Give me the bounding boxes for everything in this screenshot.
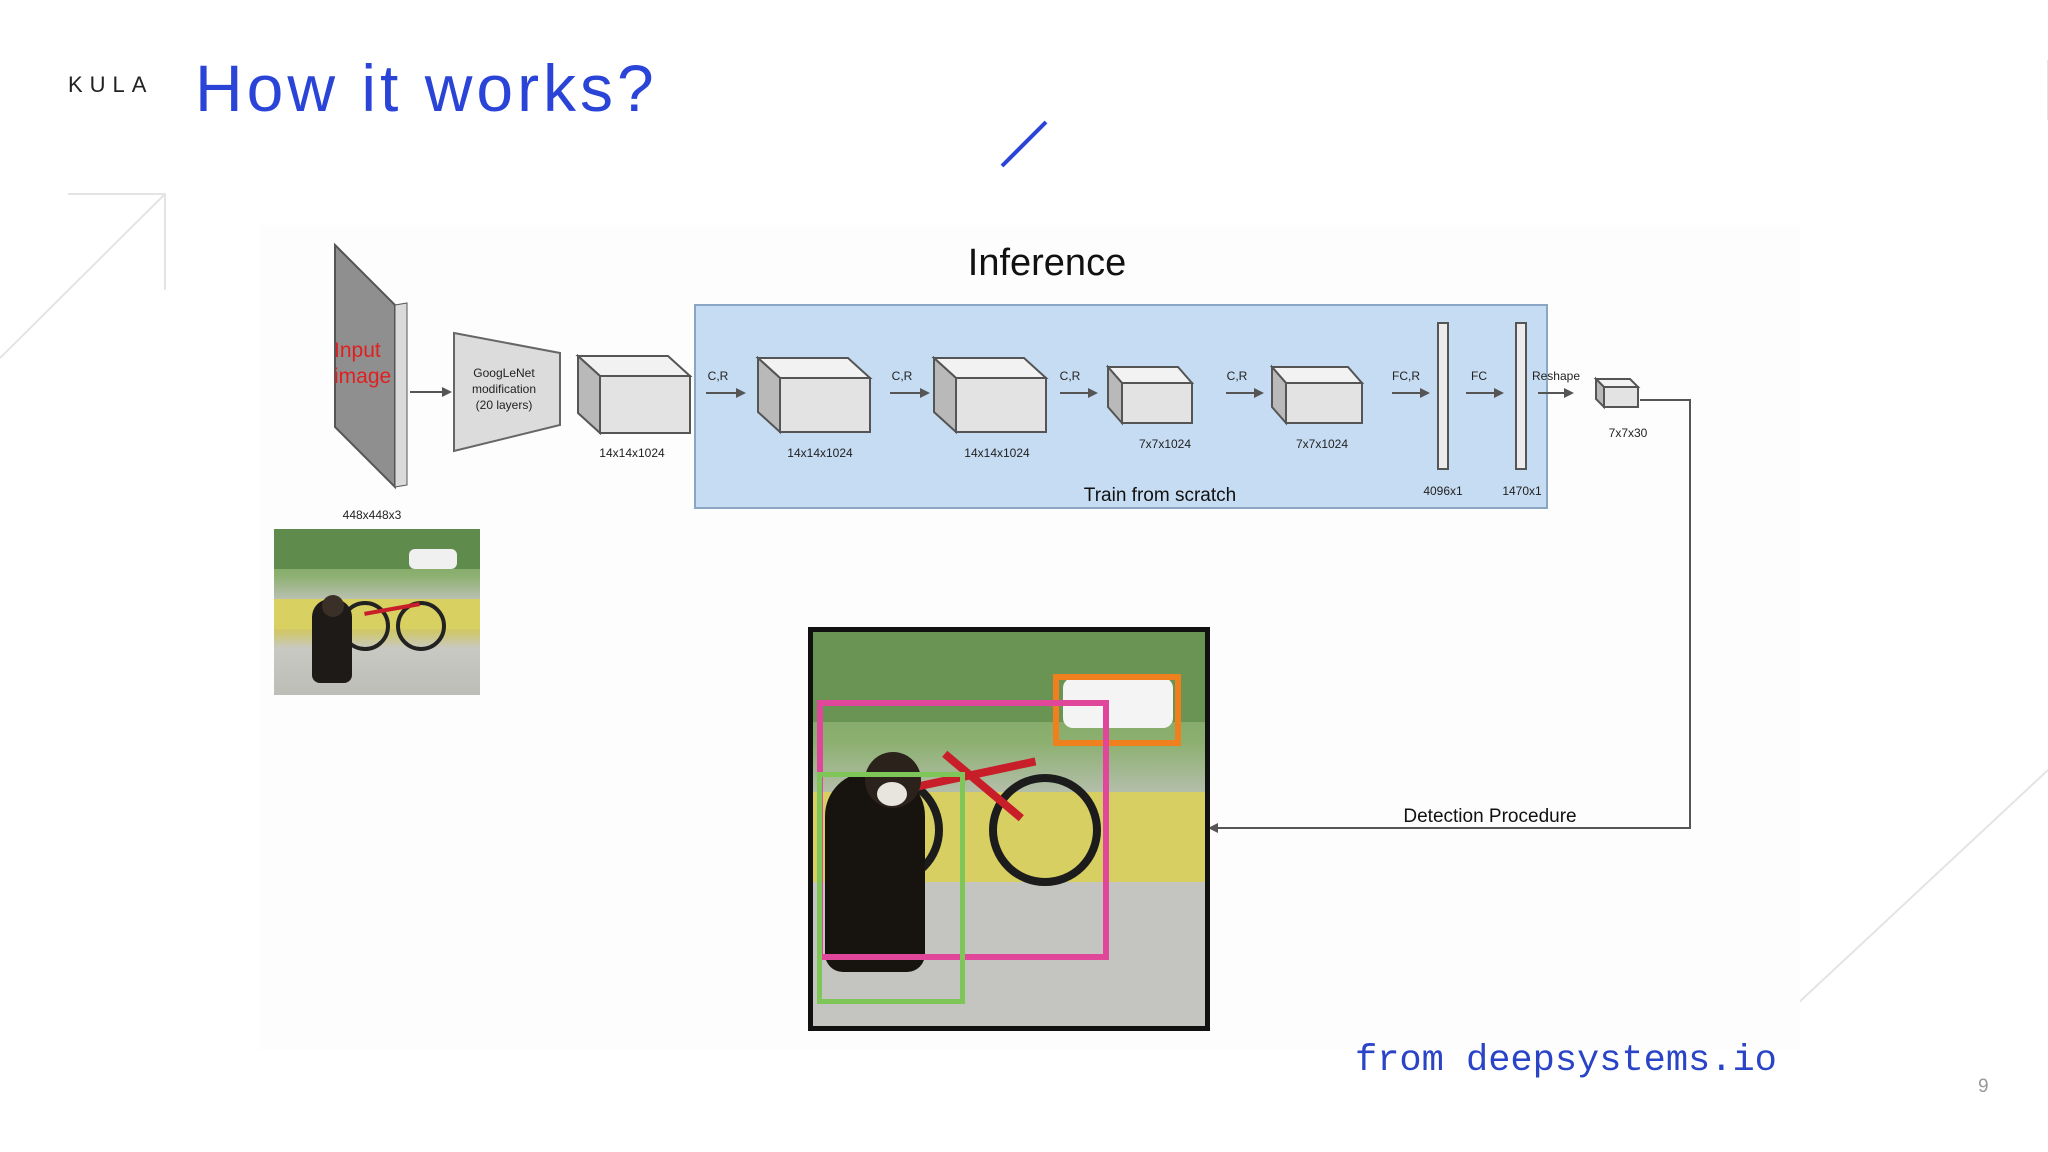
input-photo-thumbnail [274, 529, 480, 695]
op-reshape: Reshape [1532, 369, 1580, 383]
inference-heading: Inference [968, 242, 1126, 284]
op-cr-4: C,R [1227, 369, 1248, 383]
detection-procedure-label: Detection Procedure [1403, 806, 1576, 827]
accent-slash [1000, 120, 1048, 168]
bbox-car [1053, 674, 1181, 746]
googlenet-block [453, 331, 561, 453]
feature-block-4 [1105, 364, 1195, 426]
googlenet-line2: modification [472, 382, 536, 396]
op-fc: FC [1471, 369, 1487, 383]
yolo-architecture-diagram: Inference Input image 448x448x3 GoogLeNe… [260, 225, 1800, 1050]
op-fcr: FC,R [1392, 369, 1420, 383]
block3-size: 14x14x1024 [964, 446, 1030, 460]
googlenet-line3: (20 layers) [476, 398, 533, 412]
brand-logo: KULA [68, 72, 154, 97]
detection-connector [1218, 399, 1691, 829]
op-cr-1: C,R [708, 369, 729, 383]
op-cr-2: C,R [892, 369, 913, 383]
source-credit: from deepsystems.io [1355, 1040, 1777, 1082]
bbox-dog [817, 772, 965, 1004]
fc-layer-1 [1437, 322, 1449, 470]
block5-size: 7x7x1024 [1296, 437, 1348, 451]
train-from-scratch-label: Train from scratch [1084, 485, 1236, 506]
input-label-line1: Input [334, 339, 381, 362]
input-label-line2: image [334, 365, 391, 388]
output-size: 7x7x30 [1609, 426, 1648, 440]
block2-size: 14x14x1024 [787, 446, 853, 460]
slide-title: How it works? [195, 51, 658, 125]
feature-block-3 [931, 355, 1049, 435]
feature-block-1 [575, 353, 693, 436]
googlenet-line1: GoogLeNet [473, 366, 535, 380]
feature-block-5 [1269, 364, 1365, 426]
page-number: 9 [1978, 1076, 1989, 1097]
op-cr-3: C,R [1060, 369, 1081, 383]
fc-layer-2 [1515, 322, 1527, 470]
fc2-size: 1470x1 [1502, 484, 1542, 498]
block1-size: 14x14x1024 [599, 446, 665, 460]
detection-result-photo [808, 627, 1210, 1031]
corner-arrow-diagonal [0, 193, 166, 359]
input-size-label: 448x448x3 [343, 508, 402, 522]
feature-block-2 [755, 355, 873, 435]
fc1-size: 4096x1 [1423, 484, 1463, 498]
corner-line-bottom-right [1779, 769, 2048, 1021]
output-tensor-block [1593, 376, 1641, 410]
block4-size: 7x7x1024 [1139, 437, 1191, 451]
